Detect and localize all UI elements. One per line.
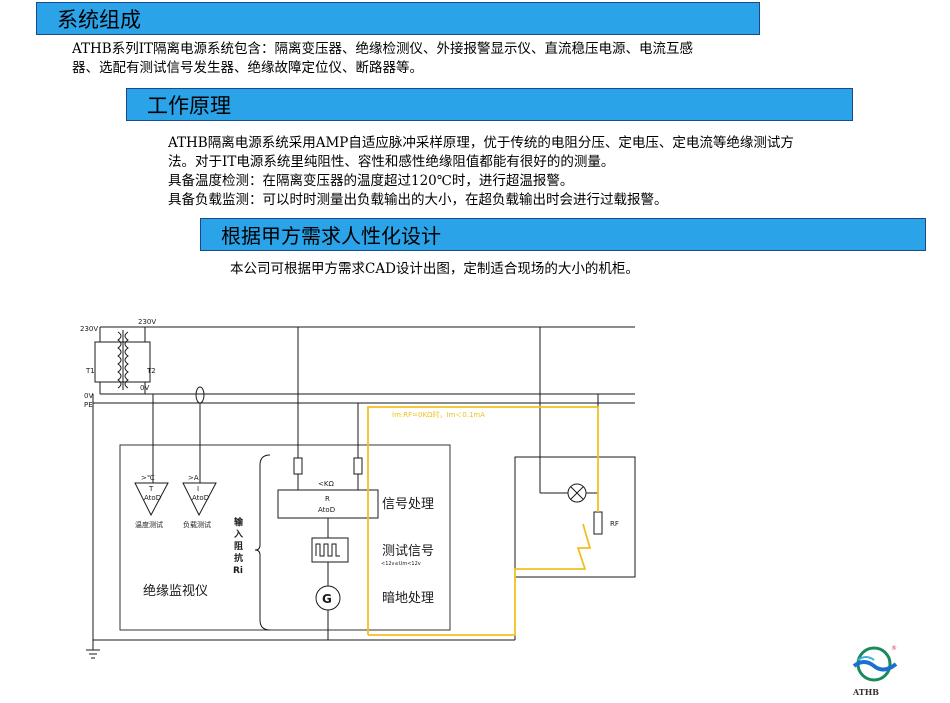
athb-logo: ® ATHB <box>852 645 898 697</box>
label: 暗地处理 <box>382 591 434 606</box>
current-transformer-icon <box>195 386 205 404</box>
section-header-principle: 工作原理 <box>126 88 853 121</box>
text-line: 具备负载监测：可以时时测量出负载输出的大小，在超负载输出时会进行过载报警。 <box>168 192 668 208</box>
text-line: 法。对于IT电源系统里纯阻性、容性和感性绝缘阻值都能有很好的的测量。 <box>168 154 615 170</box>
section-header-design: 根据甲方需求人性化设计 <box>200 218 926 251</box>
label: 入 <box>233 529 243 540</box>
label: 230V <box>138 318 156 326</box>
pulse-generator-icon <box>311 537 349 563</box>
resistor-icon <box>293 457 303 475</box>
label: <KΩ <box>318 480 334 488</box>
label: 输 <box>234 516 244 528</box>
label: T2 <box>146 367 156 375</box>
label: I <box>197 485 199 493</box>
rf-resistor-icon <box>593 511 603 535</box>
logo-text: ATHB <box>852 687 879 697</box>
label: 阻 <box>234 541 243 552</box>
label: <12v≤Um<12v <box>381 561 421 567</box>
label: PE <box>84 401 93 409</box>
registered-mark: ® <box>891 645 897 652</box>
label: Ri <box>233 566 243 576</box>
yellow-note: Im:RF=0KΩ时，Im＜0.1mA <box>392 410 485 419</box>
temp-sensor-icon <box>134 482 169 517</box>
principle-description: ATHB隔离电源系统采用AMP自适应脉冲采样原理，优于传统的电阻分压、定电压、定… <box>168 134 794 210</box>
label: 负载测试 <box>183 520 211 529</box>
label: G <box>322 592 332 606</box>
label: RF <box>610 520 619 528</box>
system-description: ATHB系列IT隔离电源系统包含：隔离变压器、绝缘检测仪、外接报警显示仪、直流稳… <box>72 40 693 78</box>
label: 230V <box>80 325 98 333</box>
label: R <box>325 495 330 503</box>
input-impedance-bracket <box>254 454 271 631</box>
label: 绝缘监视仪 <box>143 583 208 599</box>
text-line: ATHB隔离电源系统采用AMP自适应脉冲采样原理，优于传统的电阻分压、定电压、定… <box>168 135 794 151</box>
label: AtoD <box>192 494 209 502</box>
label: 温度测试 <box>135 520 163 529</box>
label: 抗 <box>234 552 243 564</box>
label: T <box>148 485 154 493</box>
resistor-icon <box>353 457 363 475</box>
text-line: 本公司可根据甲方需求CAD设计出图，定制适合现场的大小的机柜。 <box>230 261 639 277</box>
label: AtoD <box>318 506 335 514</box>
text-line: 器、选配有测试信号发生器、绝缘故障定位仪、断路器等。 <box>72 60 423 76</box>
load-box <box>514 456 636 578</box>
wiring-diagram: 230V 230V T1 T2 0V 0V PE >℃ T AtoD 温度测试 … <box>80 318 636 659</box>
label: 测试信号 <box>382 544 434 559</box>
label: 0V <box>84 392 93 400</box>
text-line: 具备温度检测：在隔离变压器的温度超过120℃时，进行超温报警。 <box>168 173 574 189</box>
label: 信号处理 <box>382 497 434 512</box>
section-header-system: 系统组成 <box>36 2 760 35</box>
transformer <box>92 327 151 650</box>
monitor-box <box>119 444 451 631</box>
label: >A <box>188 474 199 482</box>
label: >℃ <box>141 474 155 482</box>
label: T1 <box>85 367 95 375</box>
text-line: ATHB系列IT隔离电源系统包含：隔离变压器、绝缘检测仪、外接报警显示仪、直流稳… <box>72 41 694 57</box>
fault-current-path <box>367 406 599 636</box>
ground-icon <box>86 649 100 659</box>
label: 0V <box>140 384 149 392</box>
label: AtoD <box>144 494 161 502</box>
design-description: 本公司可根据甲方需求CAD设计出图，定制适合现场的大小的机柜。 <box>230 260 639 279</box>
